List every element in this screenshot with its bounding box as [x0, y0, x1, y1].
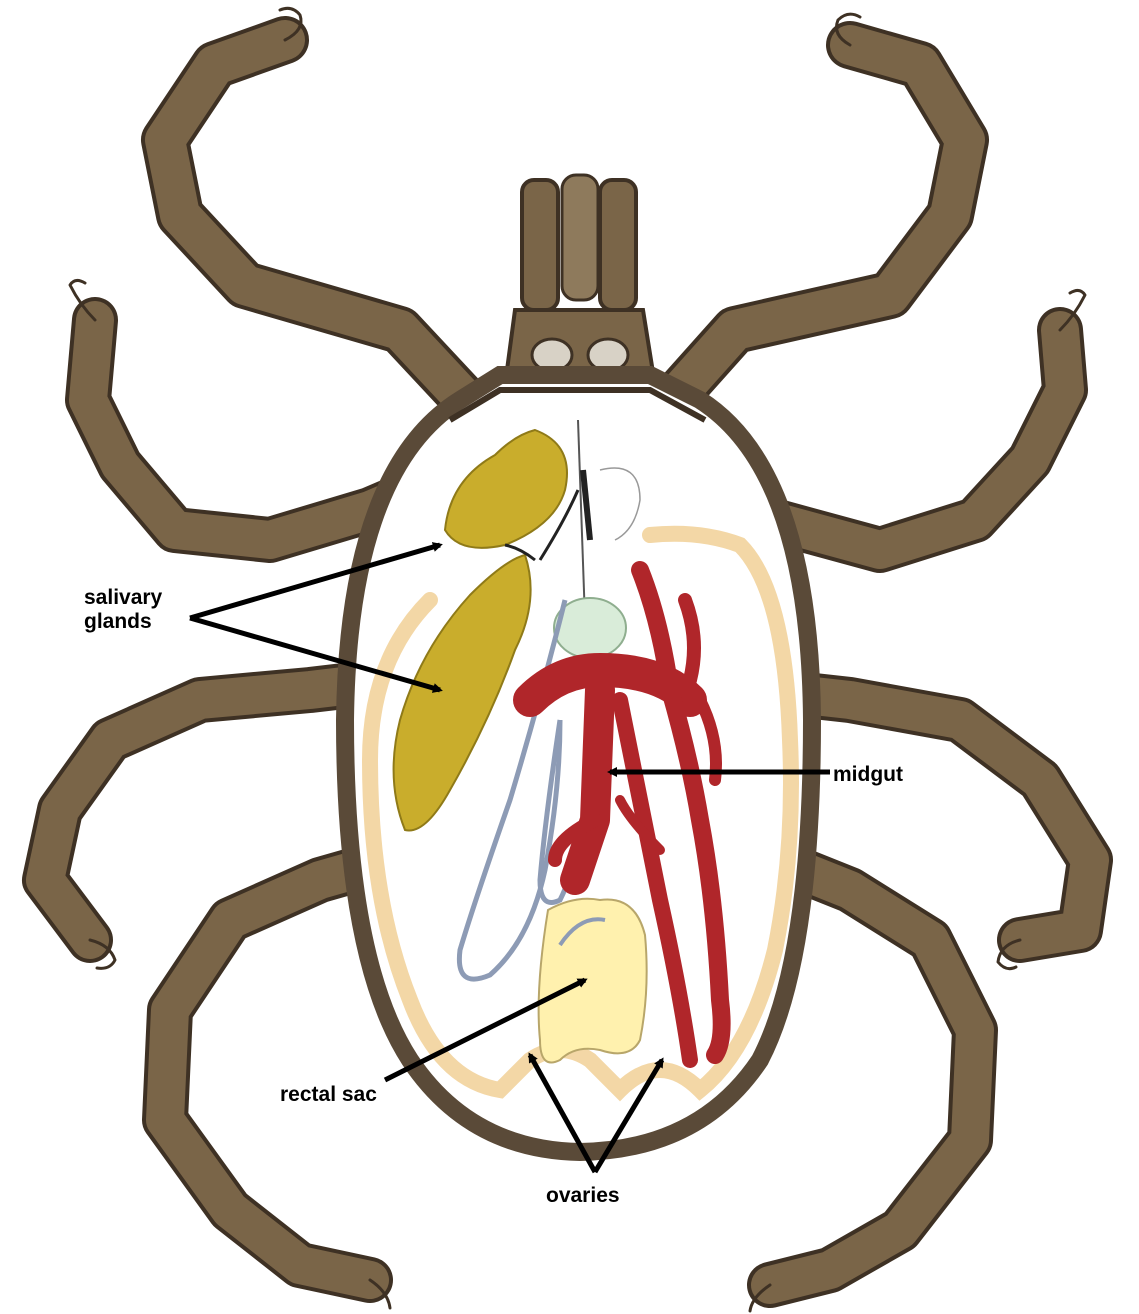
label-midgut: midgut: [833, 763, 903, 787]
leg-1-right: [668, 14, 965, 405]
label-salivary-glands: salivary glands: [84, 586, 162, 634]
rectal-sac: [539, 899, 647, 1063]
label-salivary-line2: glands: [84, 610, 162, 634]
label-ovaries: ovaries: [546, 1184, 620, 1208]
label-salivary-line1: salivary: [84, 586, 162, 610]
label-rectal-sac: rectal sac: [280, 1083, 377, 1107]
leg-1-left: [165, 8, 470, 405]
